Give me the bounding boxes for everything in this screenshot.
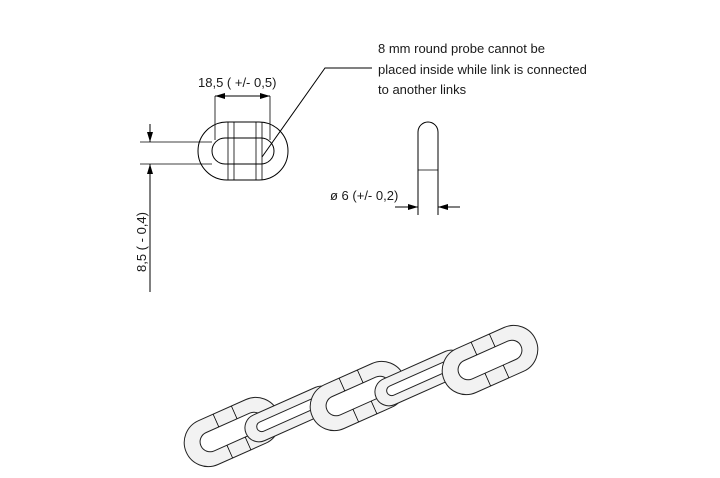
note-line-3: to another links (378, 82, 467, 97)
width-dimension: 8,5 ( - 0,4) (134, 124, 212, 292)
width-dimension-label: 8,5 ( - 0,4) (134, 212, 149, 272)
length-dimension-label: 18,5 ( +/- 0,5) (198, 75, 276, 90)
note-line-1: 8 mm round probe cannot be (378, 41, 545, 56)
diameter-dimension-label: ø 6 (+/- 0,2) (330, 188, 398, 203)
single-link-side-view (417, 121, 439, 215)
note-line-2: placed inside while link is connected (378, 62, 587, 77)
chain-isometric-view (183, 324, 539, 468)
note-leader (261, 67, 372, 158)
diameter-dimension: ø 6 (+/- 0,2) (330, 188, 460, 210)
probe-note: 8 mm round probe cannot be placed inside… (378, 41, 587, 97)
single-link-top-view (197, 121, 289, 181)
length-dimension: 18,5 ( +/- 0,5) (198, 75, 276, 140)
